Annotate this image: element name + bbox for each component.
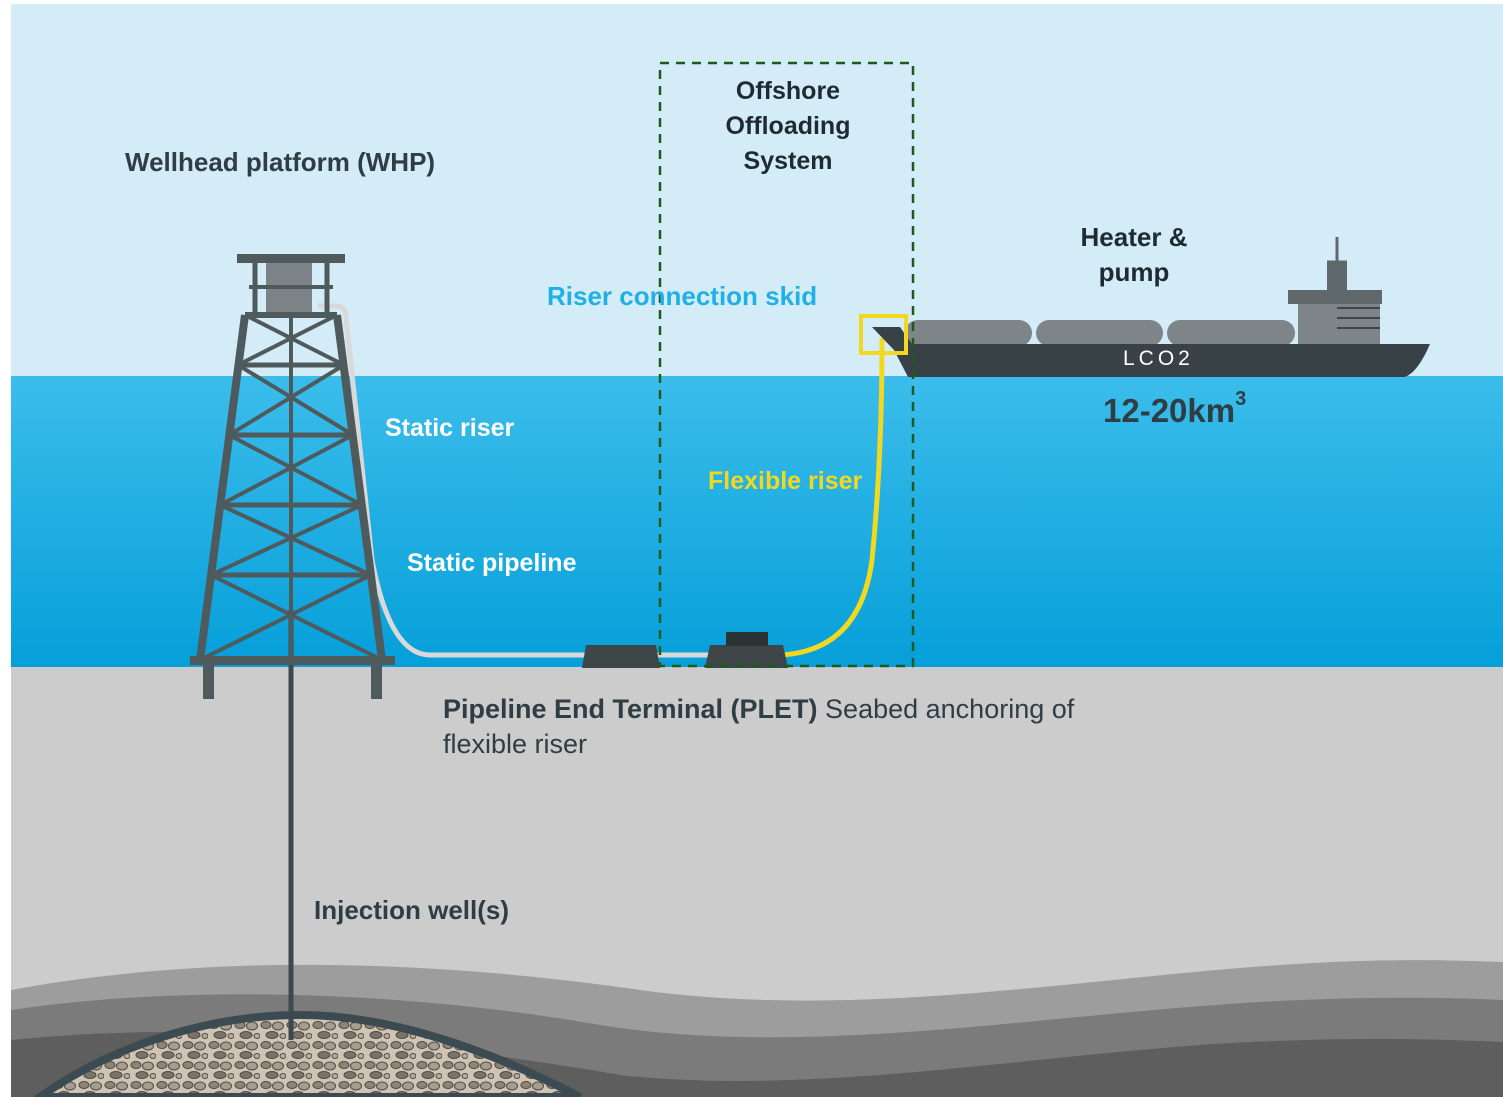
volume-exponent: 3 [1235,388,1247,410]
ship-name-label: LCO2 [1123,347,1194,370]
offloading-system-label: Offshore Offloading System [725,77,851,175]
ship-volume-label: 12-20km3 [1103,388,1246,430]
flexible-riser-line [781,337,885,658]
wellhead-platform [190,254,395,699]
plet-label: Pipeline End Terminal (PLET) Seabed anch… [443,692,1143,762]
injection-well-label: Injection well(s) [314,895,510,925]
wellhead-platform-label: Wellhead platform (WHP) [125,147,436,177]
flexible-riser-label: Flexible riser [708,467,863,495]
plet-label-rest: Seabed anchoring of flexible riser [443,694,1075,759]
anchor-block [705,645,788,668]
anchor-cap [726,632,768,646]
static-pipeline-label: Static pipeline [407,549,577,577]
static-riser-label: Static riser [385,414,515,442]
riser-skid-label: Riser connection skid [547,281,818,311]
plet-block [582,645,660,668]
plet-label-bold: Pipeline End Terminal (PLET) [443,694,818,724]
riser-connection-skid-marker [859,314,908,355]
reservoir-gravel [33,1010,582,1097]
lco2-ship [872,237,1430,377]
heater-pump-label: Heater & pump [1080,222,1188,287]
volume-value: 12-20km [1103,392,1236,429]
offloading-system-frame [658,61,915,668]
